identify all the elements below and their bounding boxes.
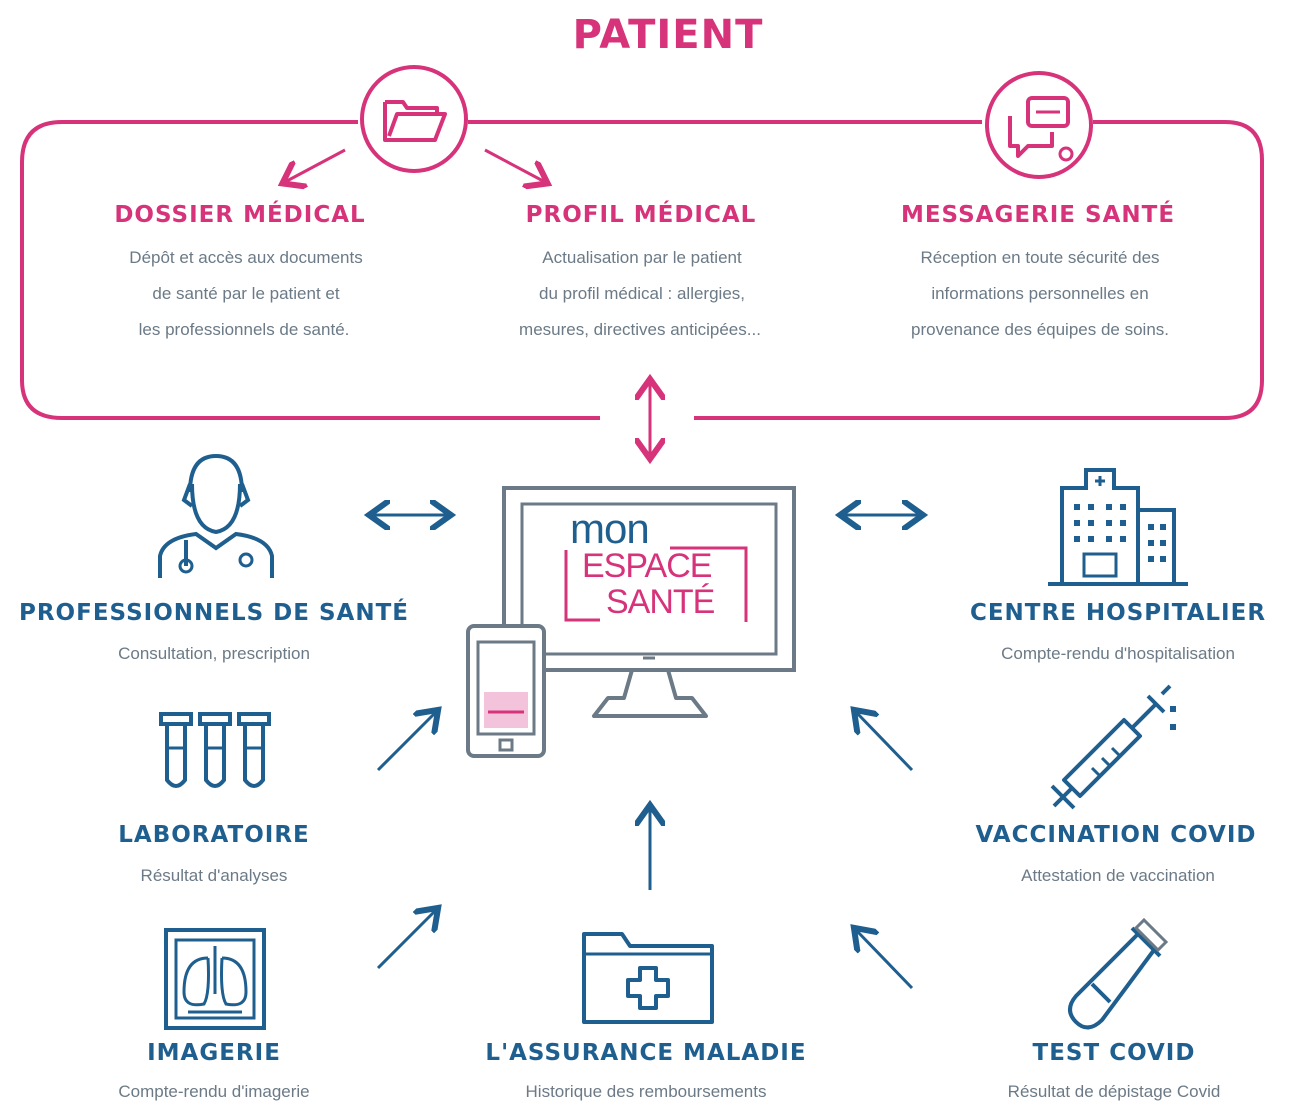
profil-medical-line-2: du profil médical : allergies,	[539, 284, 745, 303]
messagerie-sante-title: MESSAGERIE SANTÉ	[900, 202, 1176, 228]
test-covid-title: TEST COVID	[1032, 1040, 1196, 1066]
profil-medical-title: PROFIL MÉDICAL	[525, 202, 757, 228]
logo-mon: mon	[570, 505, 650, 552]
tablet-icon	[466, 624, 546, 758]
doctor-icon	[158, 453, 274, 578]
computer-icon	[502, 486, 796, 718]
dossier-medical-line-1: Dépôt et accès aux documents	[129, 248, 363, 267]
imagerie-desc: Compte-rendu d'imagerie	[118, 1082, 310, 1101]
vaccination-desc: Attestation de vaccination	[1021, 866, 1215, 885]
chat-icon	[985, 71, 1093, 179]
hospital-icon	[1048, 468, 1188, 586]
arrow-to-dossier	[285, 148, 346, 182]
hospitalier-title: CENTRE HOSPITALIER	[969, 600, 1267, 626]
page-title: PATIENT	[572, 12, 764, 58]
messagerie-sante-line-1: Réception en toute sécurité des	[920, 248, 1160, 267]
assurance-desc: Historique des remboursements	[525, 1082, 767, 1101]
laboratoire-desc: Résultat d'analyses	[140, 866, 288, 885]
test-tube-icon	[1068, 917, 1169, 1030]
laboratoire-title: LABORATOIRE	[118, 822, 310, 848]
dossier-medical-line-3: les professionnels de santé.	[138, 320, 350, 339]
profil-medical-line-3: mesures, directives anticipées...	[519, 320, 761, 339]
arrow-imagerie	[376, 910, 436, 970]
folder-icon	[360, 65, 468, 173]
test-covid-desc: Résultat de dépistage Covid	[1007, 1082, 1221, 1101]
messagerie-sante-line-3: provenance des équipes de soins.	[910, 320, 1170, 339]
logo-frame	[564, 546, 748, 622]
arrow-laboratoire	[376, 712, 436, 772]
messagerie-sante-line-2: informations personnelles en	[931, 284, 1149, 303]
patient-frame	[20, 120, 600, 420]
syringe-icon	[1050, 684, 1176, 810]
test-tubes-icon	[159, 712, 271, 788]
medical-folder-icon	[582, 932, 714, 1024]
assurance-title: L'ASSURANCE MALADIE	[485, 1040, 807, 1066]
professionnels-title: PROFESSIONNELS DE SANTÉ	[18, 600, 410, 626]
logo-espace: ESPACE	[582, 547, 712, 585]
professionnels-desc: Consultation, prescription	[118, 644, 310, 663]
xray-icon	[164, 928, 266, 1030]
dossier-medical-title: DOSSIER MÉDICAL	[114, 202, 366, 228]
profil-medical-line-1: Actualisation par le patient	[542, 248, 742, 267]
imagerie-title: IMAGERIE	[147, 1040, 281, 1066]
arrow-test	[856, 930, 914, 990]
logo-sante: SANTÉ	[606, 583, 715, 621]
hospitalier-desc: Compte-rendu d'hospitalisation	[1001, 644, 1235, 663]
arrow-vaccination	[856, 712, 914, 772]
arrow-to-profil	[484, 148, 545, 182]
dossier-medical-line-2: de santé par le patient et	[152, 284, 340, 303]
vaccination-title: VACCINATION COVID	[975, 822, 1257, 848]
